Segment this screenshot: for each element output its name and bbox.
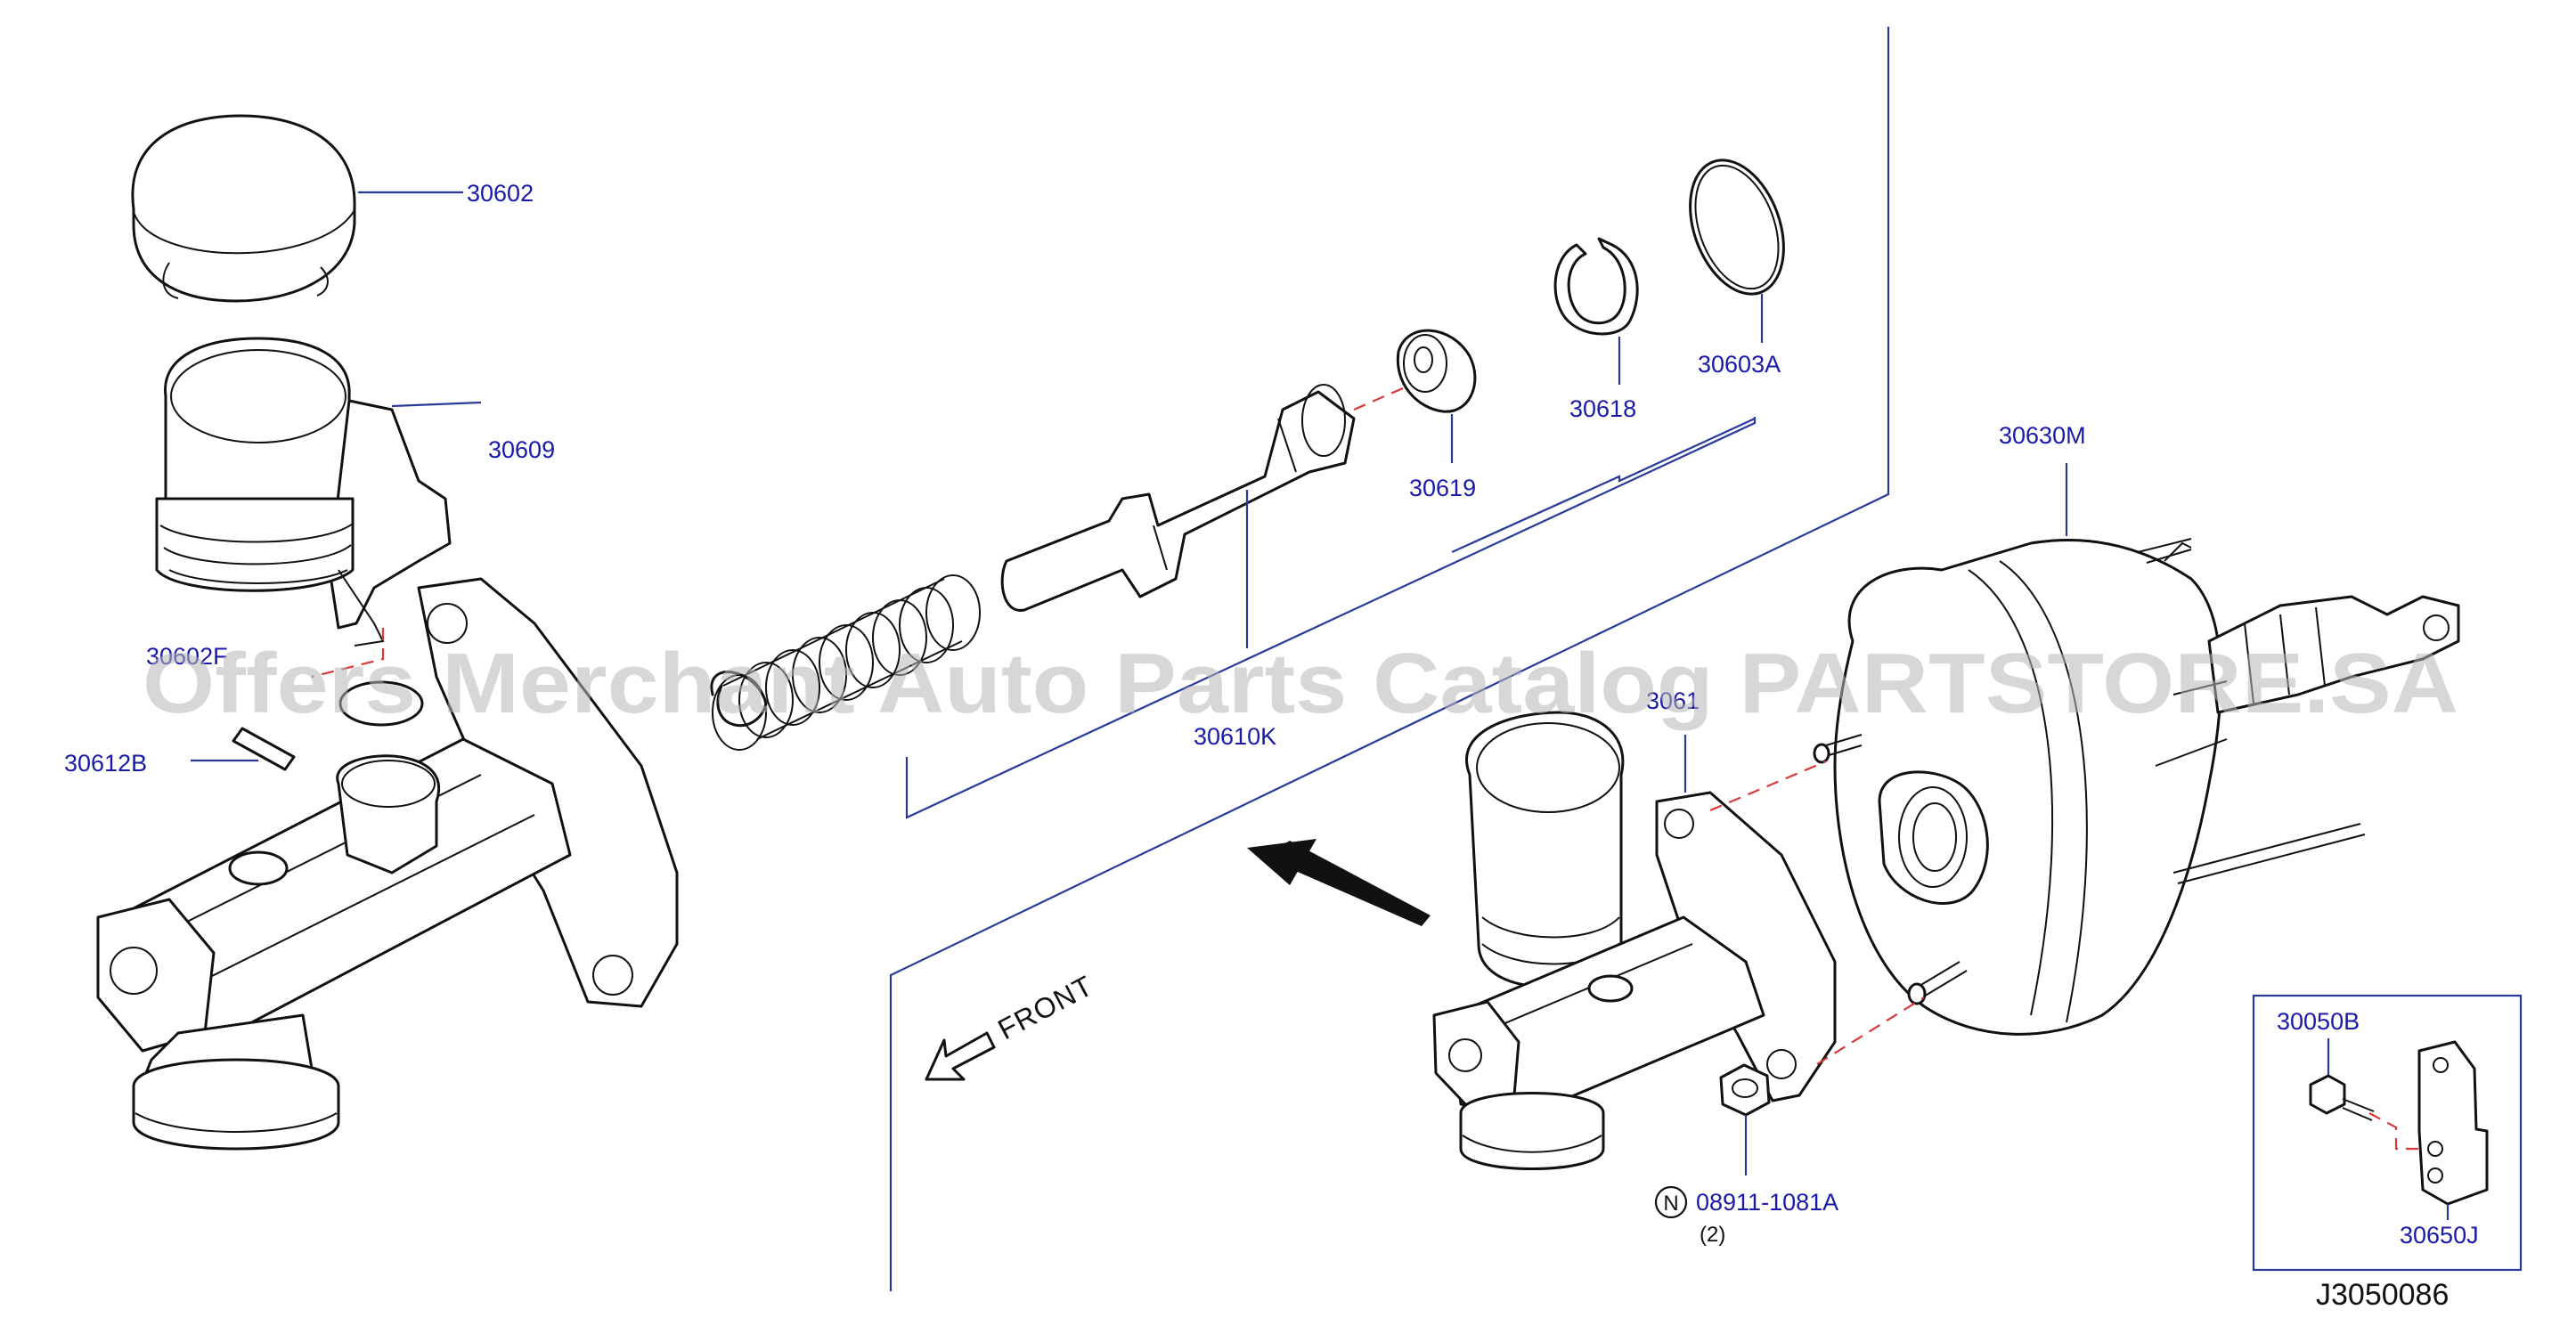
quantity-08911-1081a: (2) <box>1700 1223 1725 1247</box>
part-08911-nut-drawing[interactable] <box>1719 1063 1771 1117</box>
label-30630m[interactable]: 30630M <box>1999 422 2086 449</box>
part-30650j-bracket-drawing[interactable] <box>2417 1040 2489 1206</box>
label-08911-1081a[interactable]: 08911-1081A <box>1696 1189 1838 1216</box>
label-30603a[interactable]: 30603A <box>1698 351 1781 378</box>
part-30612b-pin-drawing[interactable] <box>232 727 296 771</box>
front-direction-arrow-icon <box>925 1031 996 1081</box>
label-30609[interactable]: 30609 <box>488 436 555 463</box>
label-30618[interactable]: 30618 <box>1569 395 1636 422</box>
diagram-reference-code: J3050086 <box>2316 1278 2449 1312</box>
assembly-direction-arrow-icon <box>1247 839 1431 926</box>
part-30618-snap-ring-drawing[interactable] <box>1553 237 1639 336</box>
part-30603a-o-ring-drawing[interactable] <box>1673 147 1801 306</box>
master-cylinder-left-drawing[interactable] <box>96 577 679 1151</box>
part-grommet-drawing[interactable] <box>338 680 424 727</box>
part-30610k-spring-drawing[interactable] <box>710 574 981 751</box>
watermark-text: Offers Merchant Auto Parts Catalog PARTS… <box>143 636 2458 731</box>
part-30050b-bolt-drawing[interactable] <box>2309 1074 2375 1121</box>
label-30619[interactable]: 30619 <box>1409 475 1476 501</box>
part-30619-seal-drawing[interactable] <box>1396 329 1477 413</box>
front-label: FRONT <box>992 969 1098 1045</box>
label-30050b[interactable]: 30050B <box>2277 1008 2360 1035</box>
label-3061x[interactable]: 3061 <box>1646 687 1700 714</box>
label-30602[interactable]: 30602 <box>467 180 534 207</box>
label-30650j[interactable]: 30650J <box>2400 1222 2479 1249</box>
label-30612b[interactable]: 30612B <box>64 750 147 777</box>
label-30610k[interactable]: 30610K <box>1194 723 1276 750</box>
label-30602f[interactable]: 30602F <box>146 643 228 670</box>
part-30609-reservoir-drawing[interactable] <box>155 337 452 647</box>
part-30630m-booster-drawing[interactable] <box>1813 538 2460 1036</box>
part-30610k-piston-drawing[interactable] <box>1000 384 1356 612</box>
n-symbol-letter: N <box>1663 1192 1678 1216</box>
part-30602-cap-drawing[interactable] <box>131 114 356 303</box>
n-symbol-icon: N <box>1654 1185 1688 1219</box>
inset-box <box>2252 994 2523 1272</box>
section-divider <box>889 27 1890 1291</box>
master-cylinder-right-drawing[interactable] <box>1432 711 1837 1170</box>
